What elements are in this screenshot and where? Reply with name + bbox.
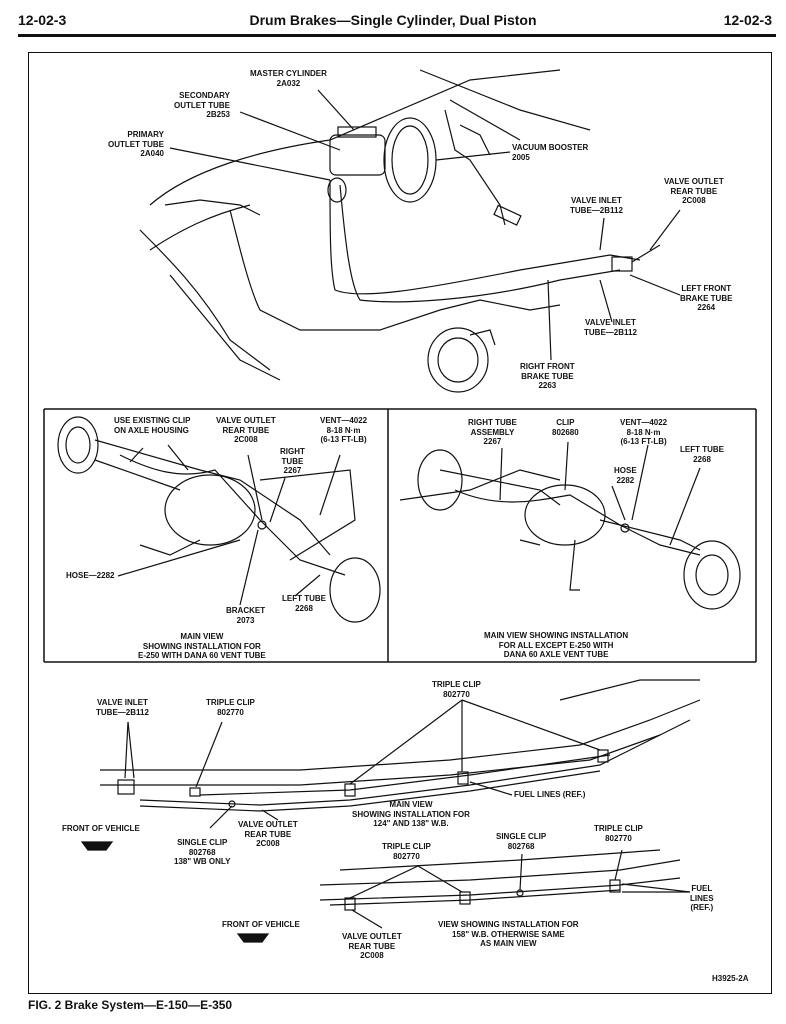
label-fuel-lines-2: FUEL LINES (REF.) [690, 884, 714, 912]
page-number-left: 12-02-3 [18, 12, 67, 28]
page-number-right: 12-02-3 [723, 12, 772, 28]
label-vent-left: VENT—4022 8-18 N·m (6-13 FT-LB) [320, 416, 368, 444]
label-valve-outlet-rear-tube-1: VALVE OUTLET REAR TUBE 2C008 [238, 820, 298, 848]
right-panel-art [399, 441, 741, 610]
label-valve-outlet-rear-tube-left: VALVE OUTLET REAR TUBE 2C008 [216, 416, 276, 444]
header-rule [18, 34, 776, 37]
label-vacuum-booster: VACUUM BOOSTER 2005 [512, 143, 589, 162]
label-right-tube-left: RIGHT TUBE 2267 [280, 447, 305, 475]
label-front-of-vehicle-1: FRONT OF VEHICLE [62, 824, 140, 833]
drawing-code: H3925-2A [712, 974, 749, 983]
figure-frame [28, 52, 772, 994]
label-triple-clip-b: TRIPLE CLIP 802770 [432, 680, 481, 699]
label-fuel-lines-1: FUEL LINES (REF.) [514, 790, 586, 799]
label-triple-clip-c: TRIPLE CLIP 802770 [382, 842, 431, 861]
panel-dividers [43, 408, 757, 663]
label-right-tube-assembly: RIGHT TUBE ASSEMBLY 2267 [468, 418, 517, 446]
top-panel-art [139, 69, 681, 393]
label-left-tube-right: LEFT TUBE 2268 [680, 445, 724, 464]
caption-view-158: VIEW SHOWING INSTALLATION FOR 158" W.B. … [438, 920, 579, 948]
label-clip: CLIP 802680 [552, 418, 579, 437]
label-left-front-brake-tube: LEFT FRONT BRAKE TUBE 2264 [680, 284, 733, 312]
label-triple-clip-d: TRIPLE CLIP 802770 [594, 824, 643, 843]
label-triple-clip-a: TRIPLE CLIP 802770 [206, 698, 255, 717]
label-valve-inlet-tube-bottom-panel: VALVE INLET TUBE—2B112 [96, 698, 149, 717]
label-valve-inlet-tube-top: VALVE INLET TUBE—2B112 [570, 196, 623, 215]
label-hose-right: HOSE 2282 [614, 466, 637, 485]
label-use-existing-clip: USE EXISTING CLIP ON AXLE HOUSING [114, 416, 191, 435]
label-valve-outlet-rear-tube: VALVE OUTLET REAR TUBE 2C008 [664, 177, 724, 205]
figure-caption: FIG. 2 Brake System—E-150—E-350 [28, 998, 233, 1012]
label-primary-outlet-tube: PRIMARY OUTLET TUBE 2A040 [108, 130, 164, 158]
label-vent-right: VENT—4022 8-18 N·m (6-13 FT-LB) [620, 418, 668, 446]
label-hose-left: HOSE—2282 [66, 571, 115, 580]
label-master-cylinder: MASTER CYLINDER 2A032 [250, 69, 327, 88]
page-title: Drum Brakes—Single Cylinder, Dual Piston [249, 12, 537, 28]
label-left-tube-left: LEFT TUBE 2268 [282, 594, 326, 613]
caption-right-panel: MAIN VIEW SHOWING INSTALLATION FOR ALL E… [484, 631, 629, 659]
label-valve-inlet-tube-bottom: VALVE INLET TUBE—2B112 [584, 318, 637, 337]
bottom-panel-art [80, 679, 701, 943]
caption-main-view-bottom: MAIN VIEW SHOWING INSTALLATION FOR 124" … [352, 800, 470, 828]
label-single-clip-2: SINGLE CLIP 802768 [496, 832, 547, 851]
caption-left-panel: MAIN VIEW SHOWING INSTALLATION FOR E-250… [138, 632, 266, 660]
label-bracket: BRACKET 2073 [226, 606, 266, 625]
label-right-front-brake-tube: RIGHT FRONT BRAKE TUBE 2263 [520, 362, 575, 390]
left-panel-art [57, 416, 381, 623]
label-front-of-vehicle-2: FRONT OF VEHICLE [222, 920, 300, 929]
label-valve-outlet-rear-tube-2: VALVE OUTLET REAR TUBE 2C008 [342, 932, 402, 960]
label-single-clip-138: SINGLE CLIP 802768 138" WB ONLY [174, 838, 231, 866]
label-secondary-outlet-tube: SECONDARY OUTLET TUBE 2B253 [174, 91, 230, 119]
